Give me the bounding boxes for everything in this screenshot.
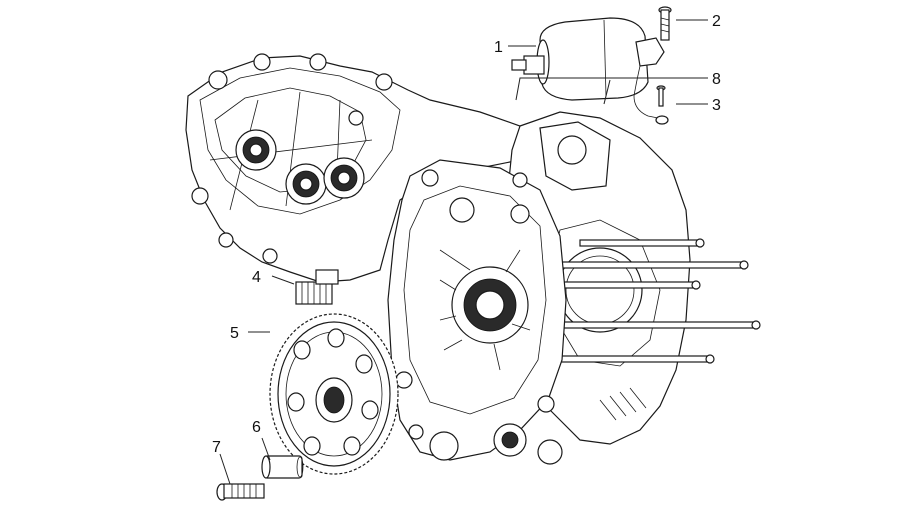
callout-numbers: 1 2 8 3 4 5 6 7 xyxy=(212,13,721,456)
callout-6: 6 xyxy=(252,419,261,436)
screw-part-2 xyxy=(658,6,672,41)
callout-5: 5 xyxy=(230,325,239,342)
transmission-cover xyxy=(185,53,521,283)
starter-motor xyxy=(511,17,665,101)
intermediate-gear-part-4 xyxy=(295,269,339,305)
callout-4: 4 xyxy=(252,269,261,286)
callout-2: 2 xyxy=(712,13,721,30)
ground-cable-part-8 xyxy=(633,65,669,125)
leader-lines xyxy=(219,19,708,485)
screw-part-3 xyxy=(656,85,666,107)
center-crankcase-half xyxy=(387,159,567,465)
callout-7: 7 xyxy=(212,439,221,456)
ring-gear-part-5 xyxy=(269,313,399,475)
bushing-part-6 xyxy=(261,455,304,479)
callout-1: 1 xyxy=(494,39,503,56)
callout-8: 8 xyxy=(712,71,721,88)
callout-3: 3 xyxy=(712,97,721,114)
screw-part-7 xyxy=(216,483,265,501)
